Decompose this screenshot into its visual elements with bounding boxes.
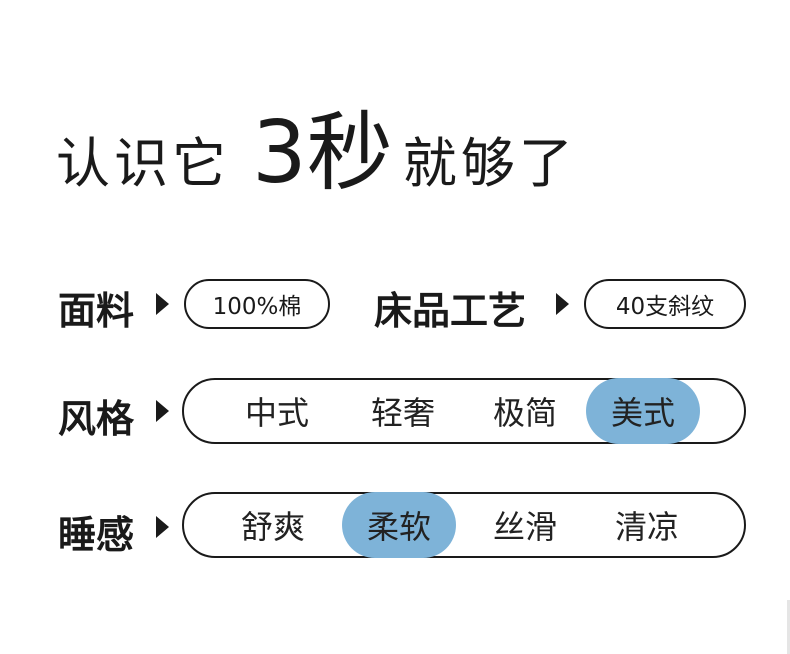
feel-arrow-icon: [156, 516, 169, 538]
feel-options: 舒爽 柔软 丝滑 清凉: [182, 492, 746, 558]
title-prefix: 认识它: [56, 132, 230, 195]
page-title: 认识它 3秒 就够了: [56, 82, 577, 203]
style-options: 中式 轻奢 极简 美式: [182, 378, 746, 444]
craft-arrow-icon: [556, 293, 569, 315]
title-suffix: 就够了: [402, 132, 577, 195]
fabric-label: 面料: [58, 289, 135, 333]
feel-option-rouruan-selected[interactable]: 柔软: [342, 492, 456, 558]
feel-label: 睡感: [58, 513, 135, 557]
style-option-jijian[interactable]: 极简: [492, 394, 557, 432]
style-option-zhongshi[interactable]: 中式: [244, 394, 309, 432]
edge-divider: [787, 600, 790, 654]
feel-option-shushuang[interactable]: 舒爽: [240, 508, 305, 546]
craft-value: 40支斜纹: [584, 279, 746, 329]
style-arrow-icon: [156, 400, 169, 422]
feel-option-sihua[interactable]: 丝滑: [492, 508, 557, 546]
feel-option-qingliang[interactable]: 清凉: [614, 508, 679, 546]
craft-label: 床品工艺: [374, 289, 527, 333]
fabric-value: 100%棉: [184, 279, 330, 329]
style-option-qingshe[interactable]: 轻奢: [370, 394, 435, 432]
fabric-arrow-icon: [156, 293, 169, 315]
title-highlight: 3秒: [252, 103, 393, 203]
style-option-meishi-selected[interactable]: 美式: [586, 378, 700, 444]
style-label: 风格: [58, 397, 135, 441]
